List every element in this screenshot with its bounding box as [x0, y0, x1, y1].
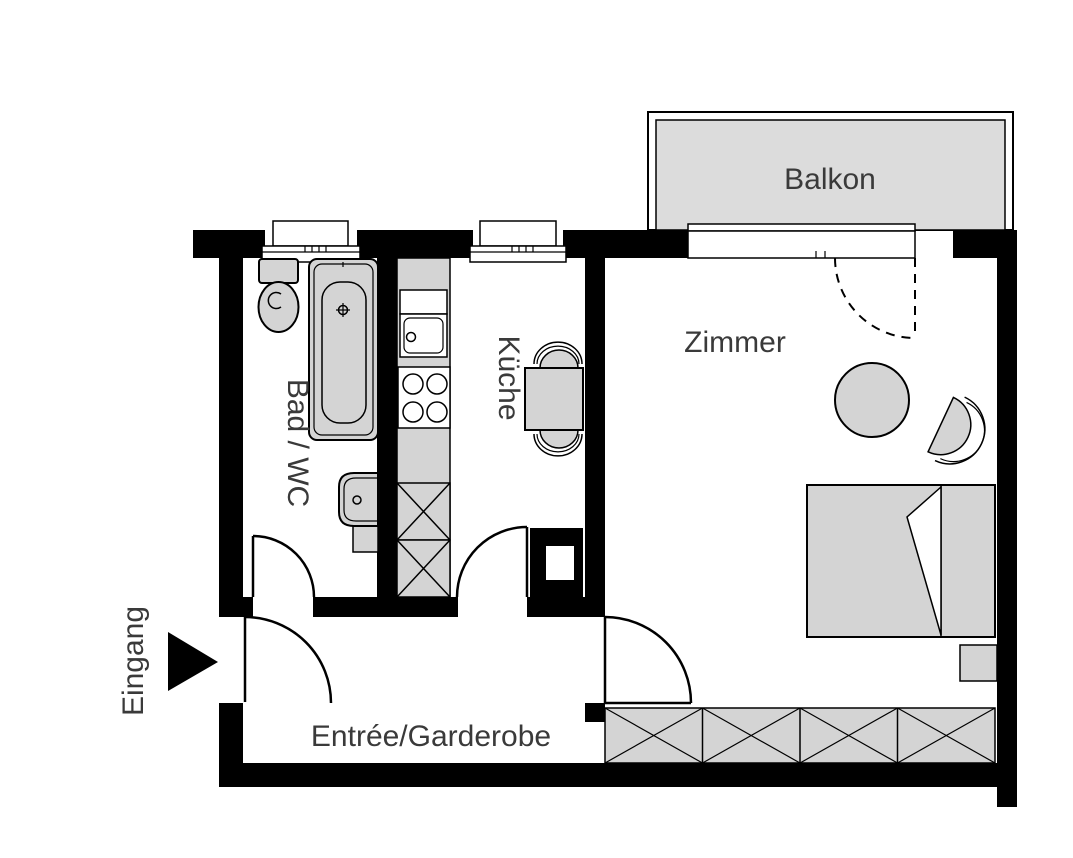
wall-south-band-1	[313, 597, 458, 617]
duct-shaft-void	[546, 546, 574, 580]
wardrobe	[604, 707, 996, 764]
dining-set	[524, 341, 584, 457]
stove-burner-1	[402, 373, 424, 395]
dining-chair-top-backrest	[533, 341, 583, 365]
armchair	[927, 396, 986, 465]
kitchen-cabinet-2-cross	[396, 539, 451, 598]
dining-chair-bottom-backrest	[533, 433, 583, 457]
living-room-label: Zimmer	[684, 326, 786, 359]
dining-chair-bottom-seat	[539, 429, 579, 449]
entree-label: Entrée/Garderobe	[311, 720, 551, 753]
kitchen-sink-unit	[399, 313, 448, 358]
dining-chair-top-backrest-inner	[536, 345, 580, 365]
entrance-arrow-icon	[168, 632, 218, 691]
armchair-seat	[927, 396, 972, 456]
kitchen-door	[455, 525, 529, 598]
nightstand-top	[959, 644, 998, 682]
nightstand	[959, 644, 998, 682]
bathroom-label: Bad / WC	[281, 379, 314, 507]
kitchen-window	[469, 220, 567, 263]
kitchen-label: Küche	[492, 335, 525, 420]
kitchen-door-swing	[455, 525, 528, 598]
kitchen-sink-basin	[403, 317, 444, 354]
toilet-bowl	[257, 281, 300, 333]
stove-burner-3	[402, 401, 424, 423]
entrance-label: Eingang	[117, 606, 150, 716]
wall-top-1	[193, 230, 265, 258]
toilet-tank	[258, 258, 299, 284]
entrance-marker: Eingang	[117, 606, 218, 716]
bathroom-door	[251, 534, 316, 598]
washbasin	[338, 472, 379, 553]
balcony-label: Balkon	[784, 163, 876, 196]
kitchen-window-frame	[469, 245, 567, 263]
bathtub-outer	[308, 258, 379, 441]
wall-bottom	[219, 763, 1017, 787]
wall-right	[997, 230, 1017, 807]
washbasin-pedestal	[352, 525, 379, 553]
dining-table	[524, 367, 584, 431]
wall-left-upper	[219, 258, 243, 617]
stove-burner-2	[426, 373, 448, 395]
balcony-window-door	[687, 223, 916, 339]
toilet-flush-mark	[267, 291, 282, 310]
entrance-door-swing	[244, 615, 333, 704]
balcony-door-swing-dashed	[834, 257, 916, 339]
bathroom-window-ticks	[304, 246, 327, 252]
bathroom-window	[261, 220, 361, 263]
washbasin-body	[338, 472, 379, 527]
dining-chair-bottom-backrest-inner	[536, 433, 580, 453]
wall-top-2	[357, 230, 473, 258]
bed	[806, 484, 996, 638]
dining-chair-top-seat	[539, 349, 579, 369]
balcony-window-outer-band	[687, 223, 916, 232]
kitchen-drainboard	[399, 289, 448, 315]
balcony-window-ticks	[815, 251, 826, 258]
wall-bath-kitchen	[377, 258, 397, 597]
kitchen-window-outer-sill	[479, 220, 557, 247]
bed-blanket-fold	[906, 485, 942, 636]
kitchen-counter-run	[396, 257, 451, 598]
armchair-backrest-inner	[940, 401, 985, 463]
wardrobe-crosses	[604, 707, 996, 764]
room-door-swing	[604, 615, 693, 704]
bathroom-door-swing	[252, 534, 316, 598]
balcony-floor	[655, 119, 1006, 231]
washbasin-drain	[352, 495, 362, 505]
kitchen-window-ticks	[511, 246, 534, 252]
bed-frame	[806, 484, 996, 638]
stove-burner-4	[426, 401, 448, 423]
room-door	[603, 615, 693, 705]
round-table-top	[834, 362, 910, 438]
wall-room-west-stub	[585, 703, 605, 722]
bathtub-basin	[321, 281, 367, 424]
round-table	[834, 362, 910, 438]
toilet	[257, 258, 300, 333]
bathtub-drain-cross	[336, 303, 350, 317]
wall-room-west	[585, 258, 605, 617]
wardrobe-dividers	[701, 708, 899, 763]
washbasin-inner-rim	[343, 477, 378, 522]
balcony-area: Balkon	[647, 111, 1014, 231]
walls	[193, 230, 1017, 807]
kitchen-sink-drain	[405, 331, 417, 343]
wall-top-3	[563, 230, 688, 258]
wall-bath-south-stub	[219, 597, 253, 617]
balcony-window-frame	[687, 230, 916, 259]
entrance-door	[243, 615, 333, 704]
kitchen-cabinet-1-cross	[396, 482, 451, 541]
bathtub	[308, 258, 379, 441]
bathroom-window-outer-sill	[272, 220, 349, 247]
